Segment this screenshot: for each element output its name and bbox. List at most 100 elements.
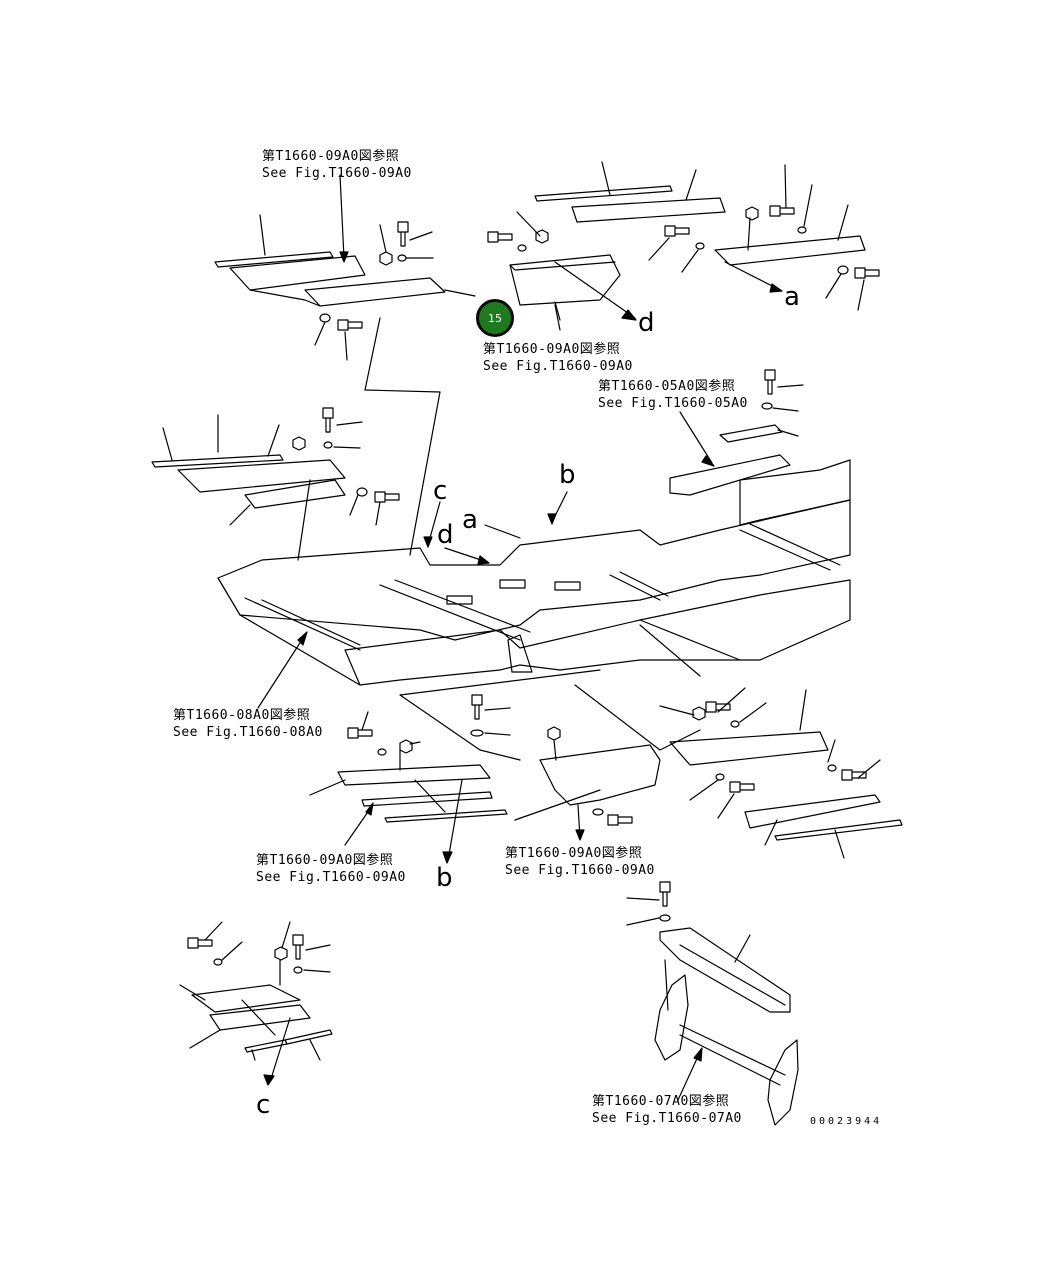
cover-bracket: [244, 479, 346, 509]
cover-bracket: [714, 235, 866, 266]
reference-jp: 第T1660-09A0図参照: [256, 853, 394, 868]
nut-icon: [535, 229, 549, 244]
reference-jp: 第T1660-09A0図参照: [262, 149, 400, 164]
callout-letter-d: d: [437, 520, 454, 550]
callout-letter-a: a: [784, 282, 800, 312]
reference-en: See Fig.T1660-09A0: [262, 166, 412, 181]
cover-bracket: [304, 277, 446, 307]
washer-icon: [356, 487, 368, 497]
cover-plate: [539, 744, 661, 806]
bolt-icon: [292, 934, 304, 960]
bolt-icon: [471, 694, 483, 720]
cover-strip: [151, 454, 284, 468]
figure-reference: 第T1660-09A0図参照 See Fig.T1660-09A0: [262, 148, 412, 182]
nut-icon: [292, 436, 306, 451]
stand-right-plate: [767, 1039, 799, 1126]
callout-letter-c: c: [256, 1090, 271, 1120]
bolt-icon: [664, 225, 690, 237]
callout-letter-b: b: [436, 863, 453, 893]
cover-strip: [534, 185, 673, 202]
washer-icon: [797, 226, 807, 234]
bolt-icon: [729, 781, 755, 793]
washer-icon: [659, 914, 671, 922]
bolt-icon: [705, 701, 731, 713]
nut-icon: [692, 706, 706, 721]
cover-strip: [384, 809, 508, 823]
washer-icon: [761, 402, 773, 410]
bolt-icon: [397, 221, 409, 247]
figure-reference: 第T1660-07A0図参照 See Fig.T1660-07A0: [592, 1093, 742, 1127]
bottom-right-bracket-group: [659, 687, 903, 859]
figure-reference: 第T1660-08A0図参照 See Fig.T1660-08A0: [173, 707, 323, 741]
bolt-icon: [764, 369, 776, 395]
nut-icon: [547, 726, 561, 741]
bolt-icon: [487, 231, 513, 243]
washer-icon: [323, 441, 333, 449]
cover-plate: [571, 197, 726, 223]
frame-left-side: [217, 499, 851, 641]
lower-left-cover-group: [179, 921, 333, 1086]
document-number: 00023944: [810, 1116, 883, 1127]
bolt-icon: [607, 814, 633, 826]
nut-icon: [745, 206, 759, 221]
washer-icon: [377, 748, 387, 756]
bottom-center-plate-group: [514, 726, 661, 841]
nut-icon: [399, 739, 413, 754]
reference-en: See Fig.T1660-07A0: [592, 1111, 742, 1126]
nut-icon: [379, 251, 393, 266]
figure-reference: 第T1660-09A0図参照 See Fig.T1660-09A0: [505, 845, 655, 879]
washer-icon: [397, 254, 407, 262]
reference-en: See Fig.T1660-09A0: [505, 863, 655, 878]
bracket-plate: [337, 764, 491, 786]
bolt-icon: [659, 881, 671, 907]
callout-letter-d: d: [638, 308, 655, 338]
cover-bracket: [209, 1004, 311, 1031]
figure-reference: 第T1660-09A0図参照 See Fig.T1660-09A0: [483, 341, 633, 375]
stand-assembly: [626, 881, 799, 1126]
callout-letter-b: b: [559, 460, 576, 490]
bolt-icon: [769, 205, 795, 217]
nut-icon: [274, 946, 288, 961]
washer-icon: [213, 958, 223, 966]
reference-en: See Fig.T1660-09A0: [256, 870, 406, 885]
stand-left-plate: [654, 974, 689, 1061]
reference-en: See Fig.T1660-05A0: [598, 396, 748, 411]
bolt-icon: [854, 267, 880, 279]
callout-letter-c: c: [433, 476, 448, 506]
cover-plate: [229, 255, 366, 291]
top-center-bracket-group: [487, 211, 637, 331]
cover-plate: [361, 791, 493, 807]
reference-jp: 第T1660-07A0図参照: [592, 1094, 730, 1109]
bolt-icon: [374, 491, 400, 503]
reference-en: See Fig.T1660-08A0: [173, 725, 323, 740]
reference-jp: 第T1660-08A0図参照: [173, 708, 311, 723]
cover-plate: [191, 984, 301, 1013]
washer-icon: [695, 242, 705, 250]
top-left-cover-group: [214, 174, 476, 361]
top-right-cover-group: [534, 161, 880, 311]
bolt-icon: [322, 407, 334, 433]
cover-strip: [284, 1029, 333, 1045]
callout-letter-a: a: [462, 505, 478, 535]
bolt-icon: [187, 937, 213, 949]
bracket-plate: [669, 731, 829, 766]
bolt-icon: [337, 319, 363, 331]
stand-top-cover: [659, 927, 791, 1013]
reference-jp: 第T1660-09A0図参照: [483, 342, 621, 357]
reference-jp: 第T1660-05A0図参照: [598, 379, 736, 394]
washer-icon: [837, 265, 849, 275]
part-number-badge[interactable]: 15: [476, 299, 514, 337]
reference-en: See Fig.T1660-09A0: [483, 359, 633, 374]
bracket-plate: [509, 254, 621, 306]
washer-icon: [293, 966, 303, 974]
washer-icon: [827, 764, 837, 772]
washer-icon: [319, 313, 331, 323]
cover-strip: [774, 819, 903, 841]
figure-reference: 第T1660-09A0図参照 See Fig.T1660-09A0: [256, 852, 406, 886]
bolt-icon: [347, 727, 373, 739]
frame-right-side: [344, 579, 851, 686]
washer-icon: [730, 720, 740, 728]
cover-plate: [177, 459, 346, 493]
bottom-left-bracket-group: [309, 694, 511, 864]
